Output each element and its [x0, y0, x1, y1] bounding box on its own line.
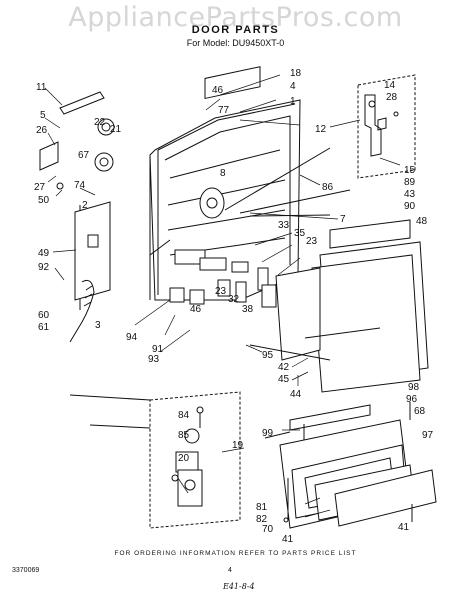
callout-35: 35: [294, 228, 306, 239]
callout-98: 98: [408, 382, 420, 393]
callout-23-right: 23: [306, 236, 318, 247]
callout-99: 99: [262, 428, 274, 439]
leader-lines: [44, 74, 401, 518]
callout-1: 1: [290, 96, 296, 107]
callout-20: 20: [178, 453, 190, 464]
watermark: AppliancePartsPros.com: [68, 2, 403, 33]
callout-61: 61: [38, 322, 50, 333]
callout-14: 14: [384, 80, 396, 91]
page-number: 4: [228, 567, 232, 574]
callout-50: 50: [38, 195, 50, 206]
callout-97: 97: [422, 430, 434, 441]
diagram-title: DOOR PARTS: [191, 24, 280, 36]
callout-68: 68: [414, 406, 426, 417]
callout-49: 49: [38, 248, 50, 259]
dispenser-parts: [169, 249, 277, 308]
callout-89: 89: [404, 177, 416, 188]
console-trim: [264, 402, 437, 529]
callout-27: 27: [34, 182, 46, 193]
callout-95: 95: [262, 350, 274, 361]
callout-46-mid: 46: [190, 304, 202, 315]
callout-85: 85: [178, 430, 190, 441]
callout-8: 8: [220, 168, 226, 179]
callout-11: 11: [36, 82, 47, 93]
callout-67: 67: [78, 150, 90, 161]
callout-45: 45: [278, 374, 290, 385]
callout-74: 74: [74, 180, 86, 191]
left-hardware: [39, 91, 115, 343]
callout-60: 60: [38, 310, 50, 321]
callout-91: 91: [152, 344, 164, 355]
callout-26: 26: [36, 125, 48, 136]
callout-28: 28: [386, 92, 398, 103]
callout-33: 33: [278, 220, 290, 231]
callout-18: 18: [290, 68, 302, 79]
ordering-footer: FOR ORDERING INFORMATION REFER TO PARTS …: [114, 550, 357, 557]
model-label: For Model: DU9450XT-0: [186, 38, 285, 48]
callout-48: 48: [416, 216, 428, 227]
callout-15: 15: [404, 165, 416, 176]
callout-22: 22: [94, 117, 106, 128]
document-number: 3370069: [12, 567, 40, 574]
callout-86: 86: [322, 182, 334, 193]
callout-43: 43: [404, 189, 416, 200]
callout-46-top: 46: [212, 85, 224, 96]
callout-5: 5: [40, 110, 46, 121]
callout-7: 7: [340, 214, 346, 225]
callout-4: 4: [290, 81, 296, 92]
outer-door-panels: [275, 219, 429, 393]
callout-2: 2: [82, 200, 88, 211]
callout-44: 44: [290, 389, 302, 400]
callout-84: 84: [178, 410, 190, 421]
callout-19: 19: [232, 440, 244, 451]
callout-21: 21: [110, 124, 122, 135]
handwritten-note: E41-8-4: [223, 582, 255, 591]
callout-96: 96: [406, 394, 418, 405]
callout-3: 3: [95, 320, 101, 331]
callout-23-left: 23: [215, 286, 227, 297]
callout-70: 70: [262, 524, 274, 535]
callout-90: 90: [404, 201, 416, 212]
callout-41-right: 41: [398, 522, 410, 533]
callout-81: 81: [256, 502, 268, 513]
callout-92: 92: [38, 262, 50, 273]
callout-32: 32: [228, 294, 240, 305]
callout-41-left: 41: [282, 534, 294, 545]
callout-12: 12: [315, 124, 327, 135]
callout-82: 82: [256, 514, 268, 525]
callout-42: 42: [278, 362, 290, 373]
switch-assembly-box: [69, 344, 331, 529]
callout-94: 94: [126, 332, 138, 343]
callout-38: 38: [242, 304, 254, 315]
hinge-inset: [357, 74, 416, 179]
callout-77: 77: [218, 105, 230, 116]
callout-93: 93: [148, 354, 160, 365]
callout-labels: 11 5 26 22 21 67 27 74 50 2 49 92 60 61 …: [34, 68, 434, 545]
